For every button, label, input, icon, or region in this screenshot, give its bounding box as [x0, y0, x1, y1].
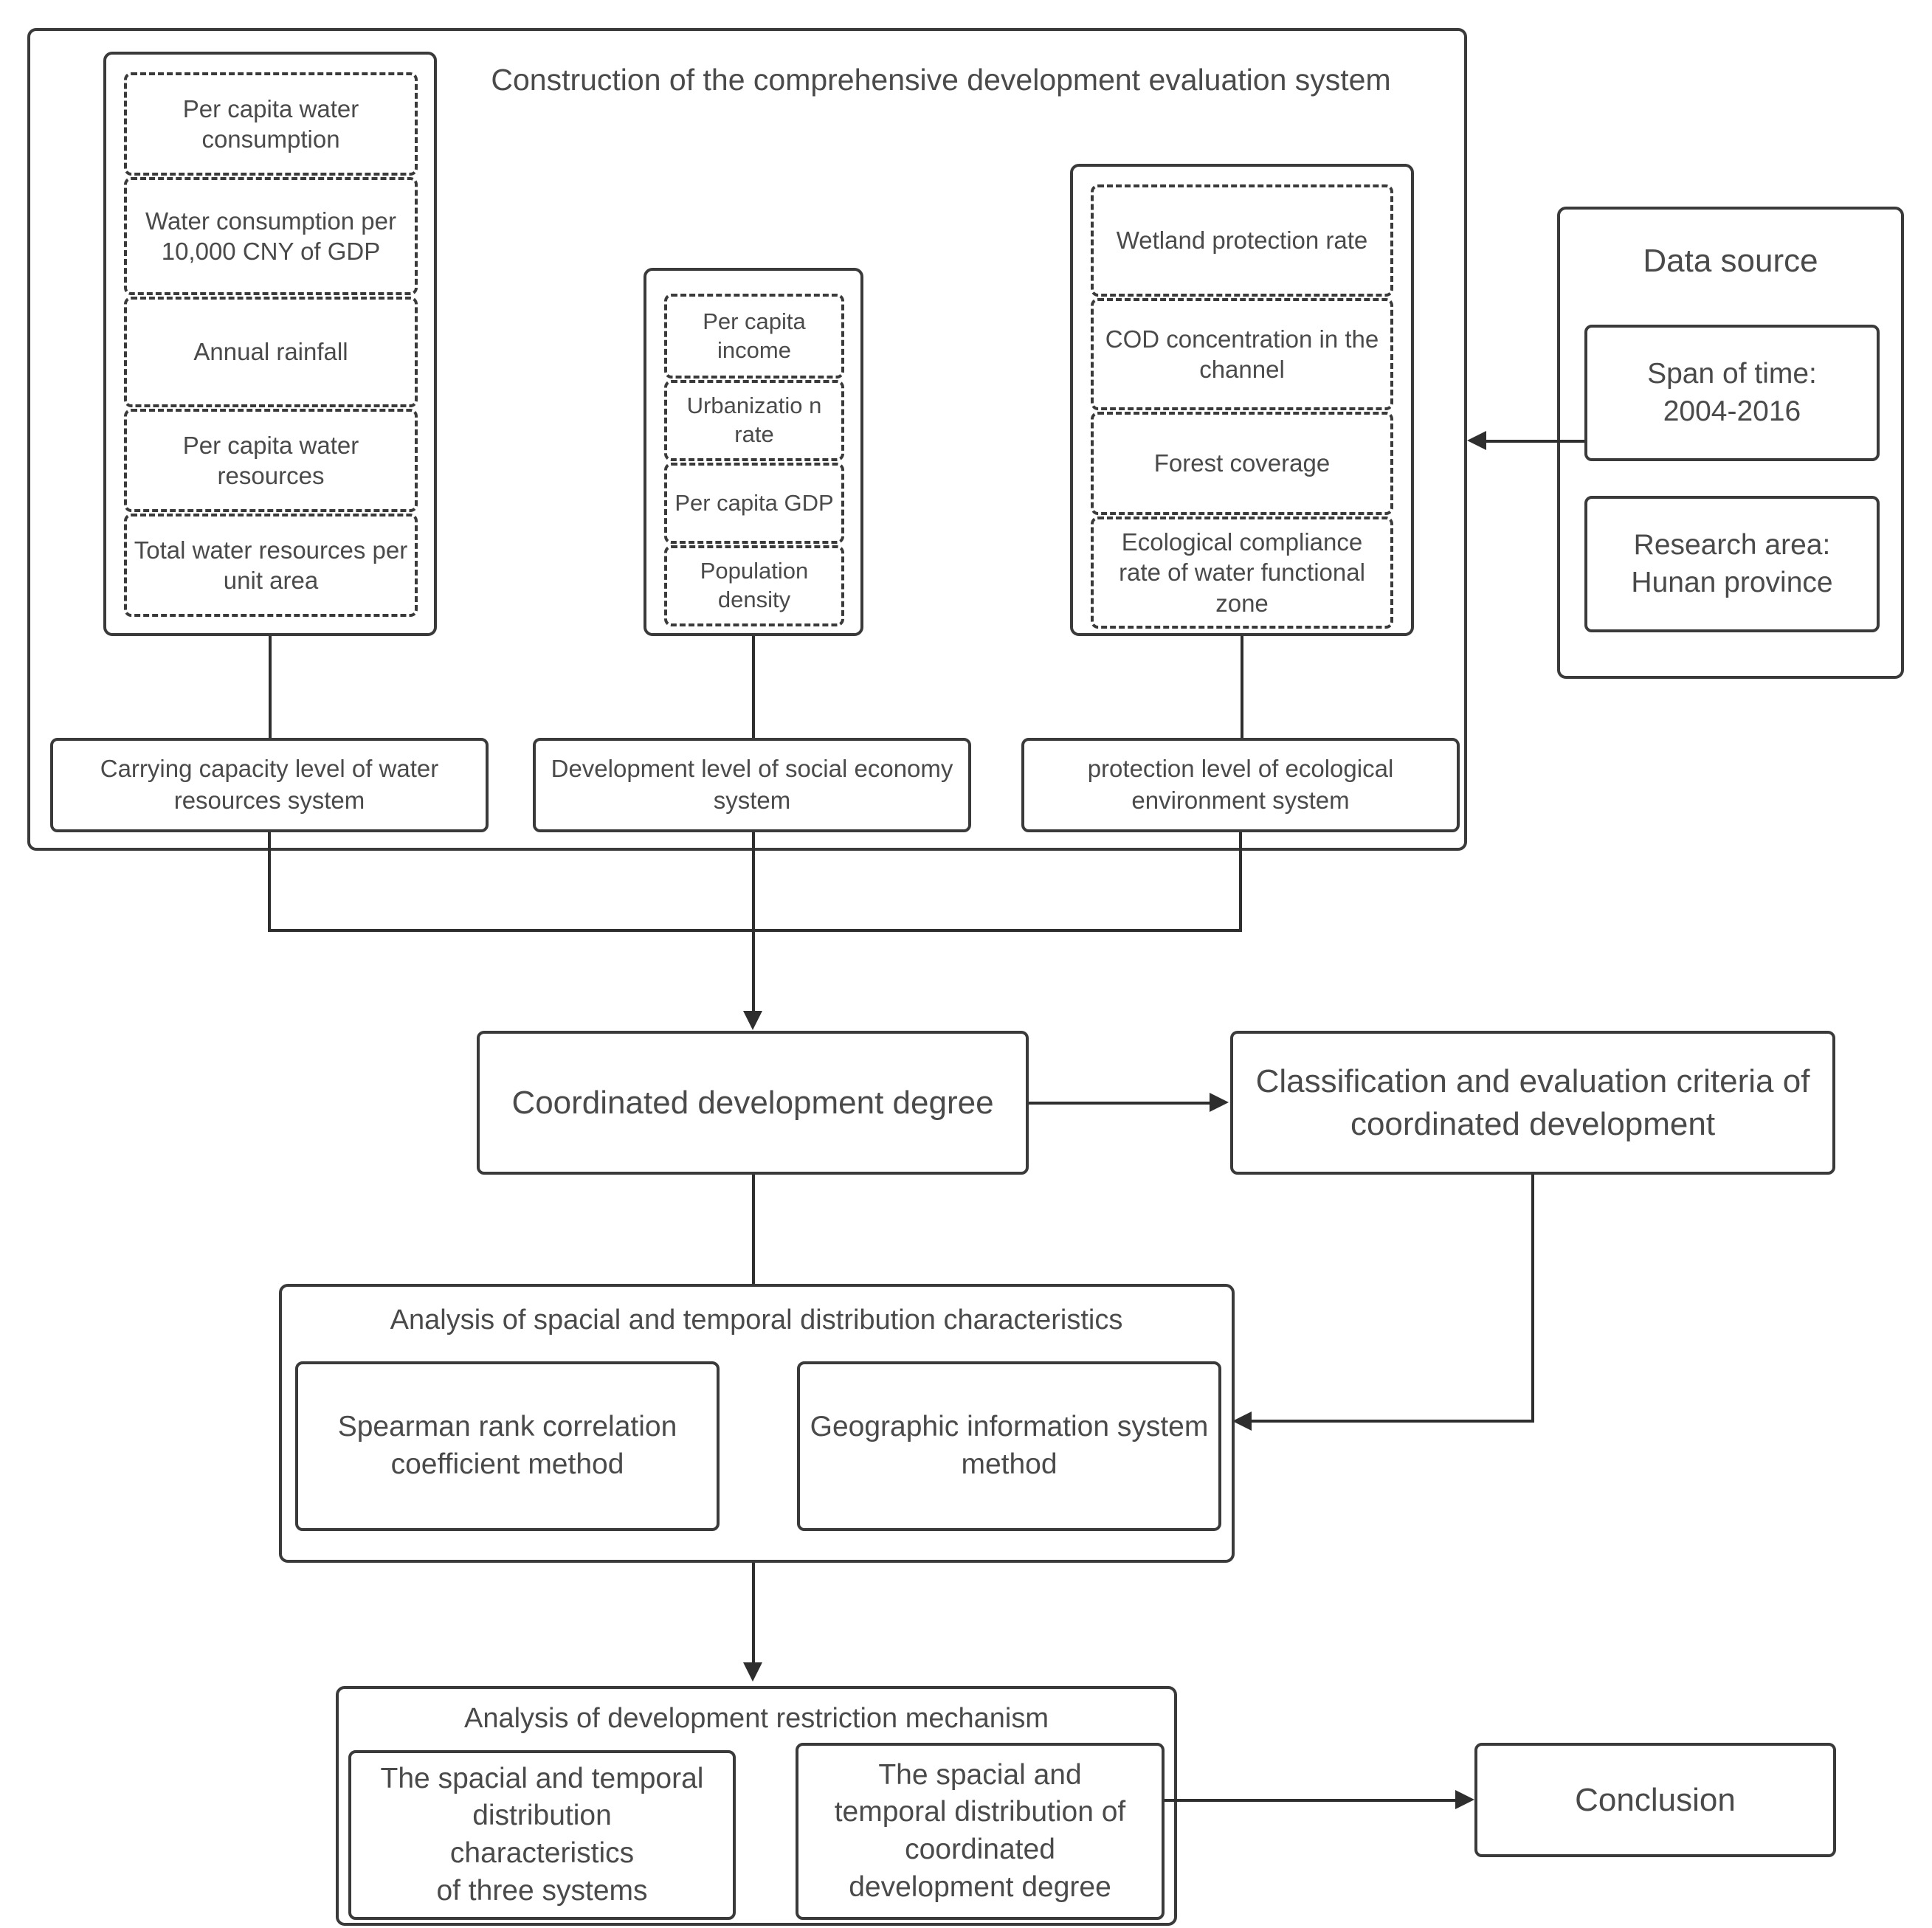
- indicator-per-capita-water-consumption[interactable]: Per capita water consumption: [124, 72, 418, 176]
- system-box-social-economy[interactable]: Development level of social economy syst…: [533, 738, 971, 832]
- connector-economy-group-to-system: [752, 636, 755, 747]
- connector-water-group-to-system: [269, 636, 272, 747]
- conclusion-box[interactable]: Conclusion: [1474, 1743, 1836, 1857]
- system-box-ecological-environment[interactable]: protection level of ecological environme…: [1021, 738, 1460, 832]
- coordinated-development-degree-box[interactable]: Coordinated development degree: [477, 1031, 1029, 1175]
- method-geographic-information-system[interactable]: Geographic information system method: [797, 1361, 1221, 1531]
- system-box-water-resources[interactable]: Carrying capacity level of water resourc…: [50, 738, 489, 832]
- indicator-per-capita-income[interactable]: Per capita income: [664, 294, 844, 379]
- arrowhead-coordinated-to-classification: [1210, 1093, 1229, 1112]
- connector-restriction-to-conclusion: [1165, 1799, 1460, 1802]
- indicator-urbanization-rate[interactable]: Urbanizatio n rate: [664, 380, 844, 461]
- arrowhead-datasource-to-panel: [1467, 431, 1486, 450]
- data-source-research-area[interactable]: Research area: Hunan province: [1584, 496, 1880, 632]
- arrowhead-classification-to-analysis: [1232, 1412, 1252, 1431]
- connector-ecological-system-down: [1239, 832, 1242, 932]
- connector-ecological-group-to-system: [1241, 636, 1243, 747]
- indicator-per-capita-gdp[interactable]: Per capita GDP: [664, 463, 844, 544]
- indicator-population-density[interactable]: Population density: [664, 545, 844, 626]
- restriction-mechanism-title: Analysis of development restriction mech…: [463, 1703, 1049, 1734]
- indicator-ecological-compliance-rate[interactable]: Ecological compliance rate of water func…: [1091, 516, 1393, 629]
- indicator-per-capita-water-resources[interactable]: Per capita water resources: [124, 409, 418, 512]
- connector-coordinated-to-analysis: [752, 1175, 755, 1289]
- connector-coordinated-to-classification: [1029, 1102, 1213, 1105]
- connector-analysis-to-restriction: [752, 1563, 755, 1666]
- connector-merge-to-coordinated: [752, 832, 755, 1023]
- arrowhead-restriction-to-conclusion: [1455, 1790, 1474, 1809]
- arrowhead-analysis-to-restriction: [743, 1662, 762, 1682]
- indicator-annual-rainfall[interactable]: Annual rainfall: [124, 297, 418, 407]
- indicator-forest-coverage[interactable]: Forest coverage: [1091, 412, 1393, 515]
- method-spearman-rank-correlation[interactable]: Spearman rank correlation coefficient me…: [295, 1361, 720, 1531]
- connector-classification-to-analysis: [1251, 1420, 1533, 1423]
- connector-systems-merge-bar: [268, 929, 1242, 932]
- connector-water-system-down: [268, 832, 271, 932]
- panel-title: Construction of the comprehensive develo…: [491, 63, 1391, 97]
- connector-datasource-to-panel: [1483, 440, 1584, 443]
- spatial-temporal-analysis-title: Analysis of spacial and temporal distrib…: [390, 1305, 1123, 1336]
- restriction-item-coordinated-degree[interactable]: The spacial and temporal distribution of…: [796, 1743, 1165, 1920]
- arrowhead-merge-to-coordinated: [743, 1011, 762, 1030]
- data-source-title: Data source: [1643, 243, 1818, 279]
- restriction-item-three-systems[interactable]: The spacial and temporal distribution ch…: [348, 1750, 736, 1920]
- indicator-total-water-resources-per-area[interactable]: Total water resources per unit area: [124, 514, 418, 617]
- connector-classification-down: [1531, 1175, 1534, 1423]
- data-source-span-of-time[interactable]: Span of time: 2004-2016: [1584, 325, 1880, 461]
- indicator-wetland-protection-rate[interactable]: Wetland protection rate: [1091, 184, 1393, 297]
- indicator-water-consumption-per-gdp[interactable]: Water consumption per 10,000 CNY of GDP: [124, 177, 418, 295]
- indicator-cod-concentration[interactable]: COD concentration in the channel: [1091, 298, 1393, 410]
- classification-criteria-box[interactable]: Classification and evaluation criteria o…: [1230, 1031, 1835, 1175]
